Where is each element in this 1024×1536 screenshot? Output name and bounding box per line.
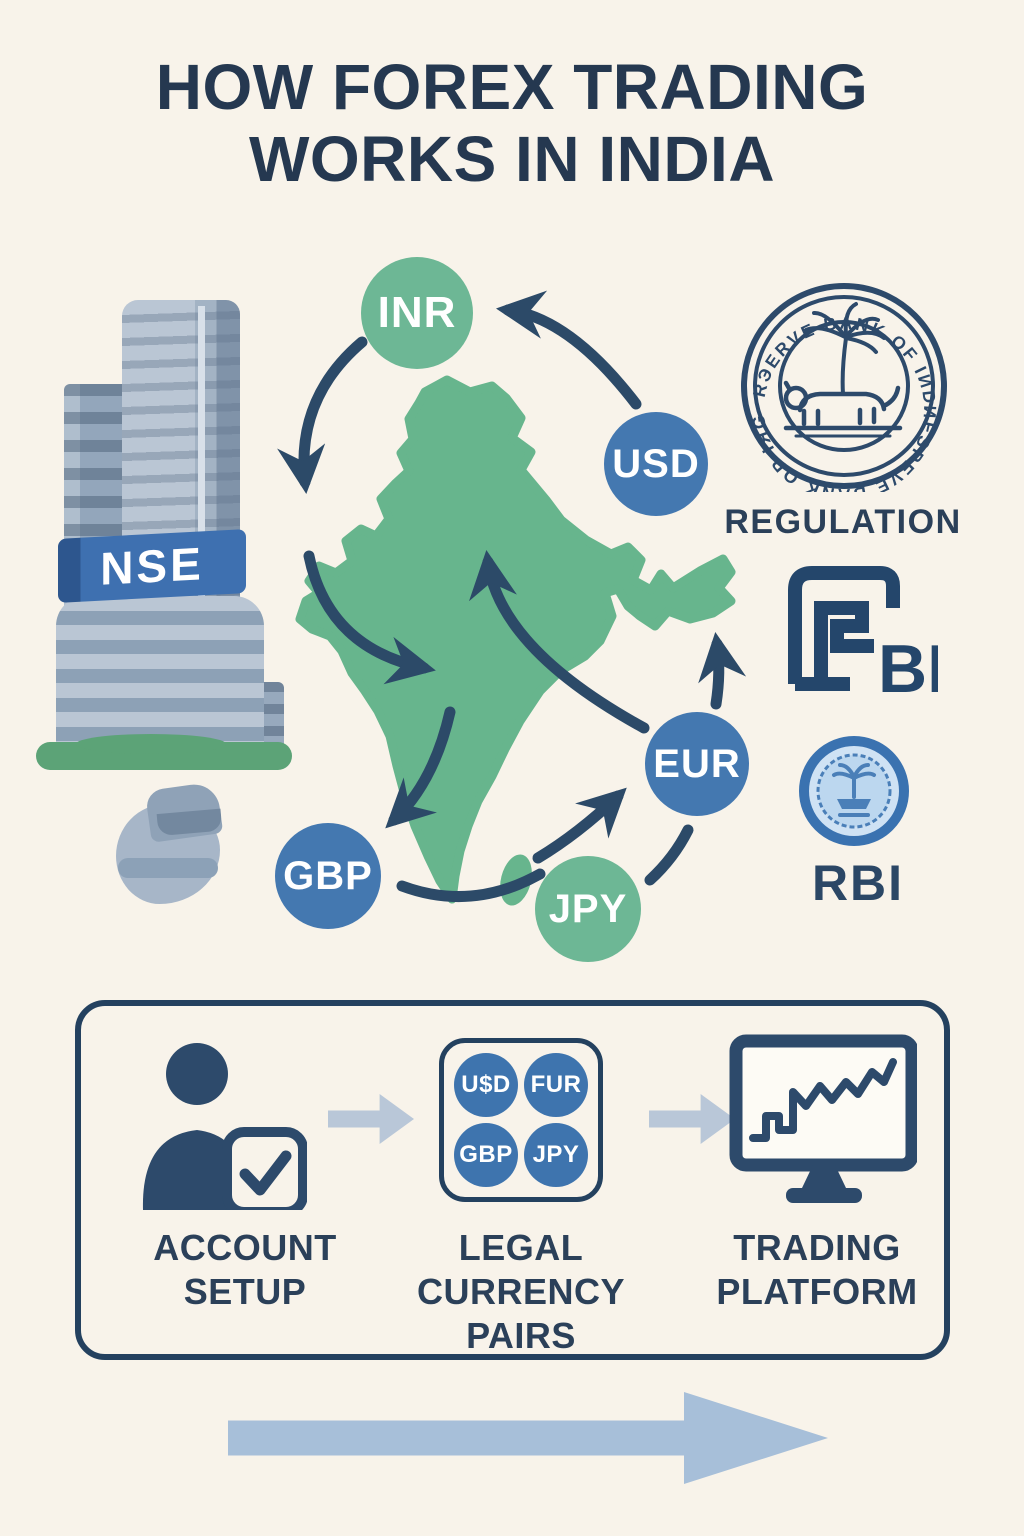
step3-line1: TRADING xyxy=(733,1227,901,1268)
step-label-account-setup: ACCOUNT SETUP xyxy=(95,1226,395,1314)
coin-gbp-label: GBP xyxy=(283,853,373,898)
rbi-emblem-icon xyxy=(799,736,909,846)
coin-inr-label: INR xyxy=(377,288,457,337)
currency-cycle-arrows xyxy=(277,290,747,903)
coin-jpy-label: JPY xyxy=(548,886,628,931)
currency-pairs-box: U$D FUR GBP JPY xyxy=(439,1038,603,1202)
scroll-band xyxy=(118,858,218,878)
step3-line2: PLATFORM xyxy=(716,1270,918,1312)
person-head xyxy=(166,1043,228,1105)
coin-jpy: JPY xyxy=(535,856,641,962)
sebi-logo-icon: BI xyxy=(788,566,938,707)
coin-usd-label: USD xyxy=(612,441,700,486)
rbi-label: RBI xyxy=(811,855,905,911)
grass xyxy=(36,734,292,770)
regulation-label: REGULATION xyxy=(724,503,962,541)
trading-platform-icon xyxy=(729,1034,917,1203)
arrow-eur-to-map xyxy=(469,550,650,734)
arrow-usd-to-inr xyxy=(496,290,642,410)
step2-line3: PAIRS xyxy=(466,1314,576,1356)
account-setup-icon xyxy=(142,1043,307,1210)
step1-line1: ACCOUNT xyxy=(153,1227,337,1268)
seal-tiger xyxy=(783,380,903,438)
arc-jpy-eur xyxy=(644,824,694,886)
step1-line2: SETUP xyxy=(183,1270,307,1312)
step2-line2: CURRENCY xyxy=(416,1270,625,1312)
step-label-trading-platform: TRADING PLATFORM xyxy=(691,1226,943,1314)
title-line-2: WORKS IN INDIA xyxy=(248,122,776,195)
building-drum xyxy=(56,596,264,758)
scroll-document-icon xyxy=(116,781,230,906)
pair-coin-gbp: GBP xyxy=(454,1123,518,1187)
monitor-frame xyxy=(729,1034,917,1172)
rbi-seal-icon: · RЭERVE BANK OF IИDI · ИESPEVE BANK OP … xyxy=(738,280,947,492)
arc-gbp-to-jpy xyxy=(396,868,546,903)
nse-building-icon: NSE xyxy=(36,296,292,776)
coin-gbp: GBP xyxy=(275,823,381,929)
coin-inr: INR xyxy=(361,257,473,369)
step-arrow-2-icon xyxy=(649,1094,735,1144)
monitor-stand xyxy=(802,1165,846,1188)
monitor-base xyxy=(786,1188,862,1203)
step-arrow-1-icon xyxy=(328,1094,414,1144)
step2-line1: LEGAL xyxy=(458,1227,584,1268)
sebi-letters: BI xyxy=(878,631,938,707)
arrow-into-map xyxy=(303,550,436,685)
title-line-1: HOW FOREX TRADING xyxy=(155,51,869,123)
page-title: HOW FOREX TRADING WORKS IN INDIA xyxy=(0,51,1024,195)
check-icon xyxy=(239,1150,292,1196)
coin-eur-label: EUR xyxy=(653,741,741,786)
arrow-map-to-gbp xyxy=(385,706,456,829)
pair-coin-jpy: JPY xyxy=(524,1123,588,1187)
pair-coin-usd: U$D xyxy=(454,1053,518,1117)
seal-palm-tree xyxy=(804,302,886,396)
check-card xyxy=(222,1127,307,1210)
arrow-jpy-to-eur xyxy=(532,787,627,864)
pair-coin-eur: FUR xyxy=(524,1053,588,1117)
arrow-eur-up xyxy=(698,632,747,710)
steps-panel: U$D FUR GBP JPY ACCOUNT SETUP LEGAL CURR… xyxy=(75,1000,950,1360)
chart-line xyxy=(749,1058,897,1142)
coin-eur: EUR xyxy=(645,712,749,816)
coin-usd: USD xyxy=(604,412,708,516)
step-label-legal-currency-pairs: LEGAL CURRENCY PAIRS xyxy=(411,1226,631,1358)
arrow-inr-down xyxy=(277,336,368,495)
